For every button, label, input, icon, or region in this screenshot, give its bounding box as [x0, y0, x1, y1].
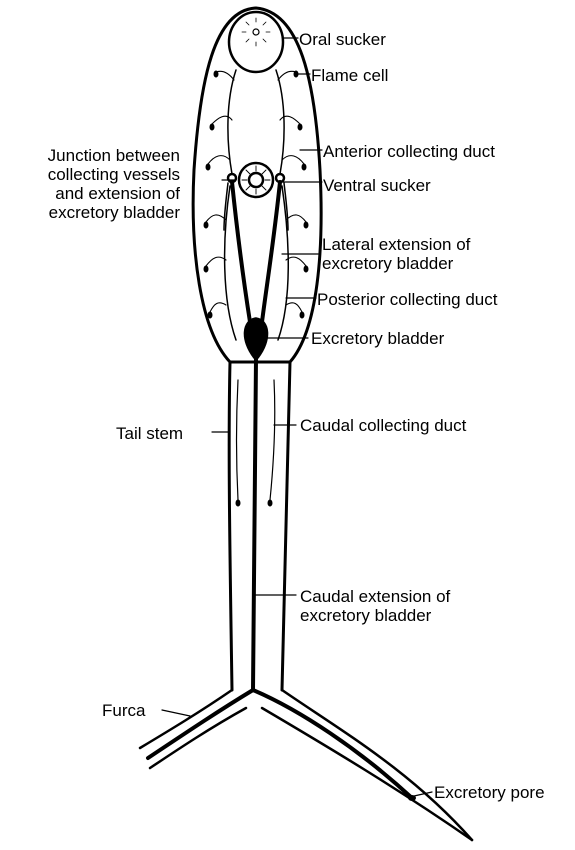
- ventral-sucker: [239, 163, 273, 197]
- label-caudal-collecting-duct: Caudal collecting duct: [300, 416, 466, 435]
- flame-cell-bulbs: [204, 71, 309, 319]
- furca-right-duct: [253, 690, 412, 798]
- furca-left-inner: [150, 708, 246, 768]
- lateral-extension-right: [262, 182, 280, 322]
- anterior-collecting-duct-right: [276, 70, 284, 174]
- label-furca: Furca: [102, 701, 145, 720]
- furca-right-outer: [282, 690, 472, 840]
- label-ventral-sucker: Ventral sucker: [323, 176, 431, 195]
- junction-nodes: [228, 174, 284, 182]
- label-oral-sucker: Oral sucker: [299, 30, 386, 49]
- furca-left-duct: [148, 690, 253, 758]
- label-tail-stem: Tail stem: [116, 424, 183, 443]
- label-posterior-collecting-duct: Posterior collecting duct: [317, 290, 497, 309]
- label-excretory-bladder: Excretory bladder: [311, 329, 444, 348]
- body-outline: [193, 8, 321, 362]
- label-flame-cell: Flame cell: [311, 66, 388, 85]
- label-lateral-extension: Lateral extension of excretory bladder: [322, 235, 470, 273]
- caudal-extension: [253, 358, 256, 690]
- label-caudal-extension: Caudal extension of excretory bladder: [300, 587, 450, 625]
- label-anterior-collecting-duct: Anterior collecting duct: [323, 142, 495, 161]
- furca-right-inner: [262, 708, 472, 840]
- lateral-extension-left: [232, 182, 250, 322]
- label-excretory-pore: Excretory pore: [434, 783, 545, 802]
- tail-stem-outline: [229, 362, 290, 690]
- label-junction: Junction between collecting vessels and …: [6, 146, 180, 222]
- furca-left-outer: [140, 690, 232, 748]
- anterior-collecting-duct-left: [228, 70, 236, 174]
- oral-sucker: [229, 12, 283, 72]
